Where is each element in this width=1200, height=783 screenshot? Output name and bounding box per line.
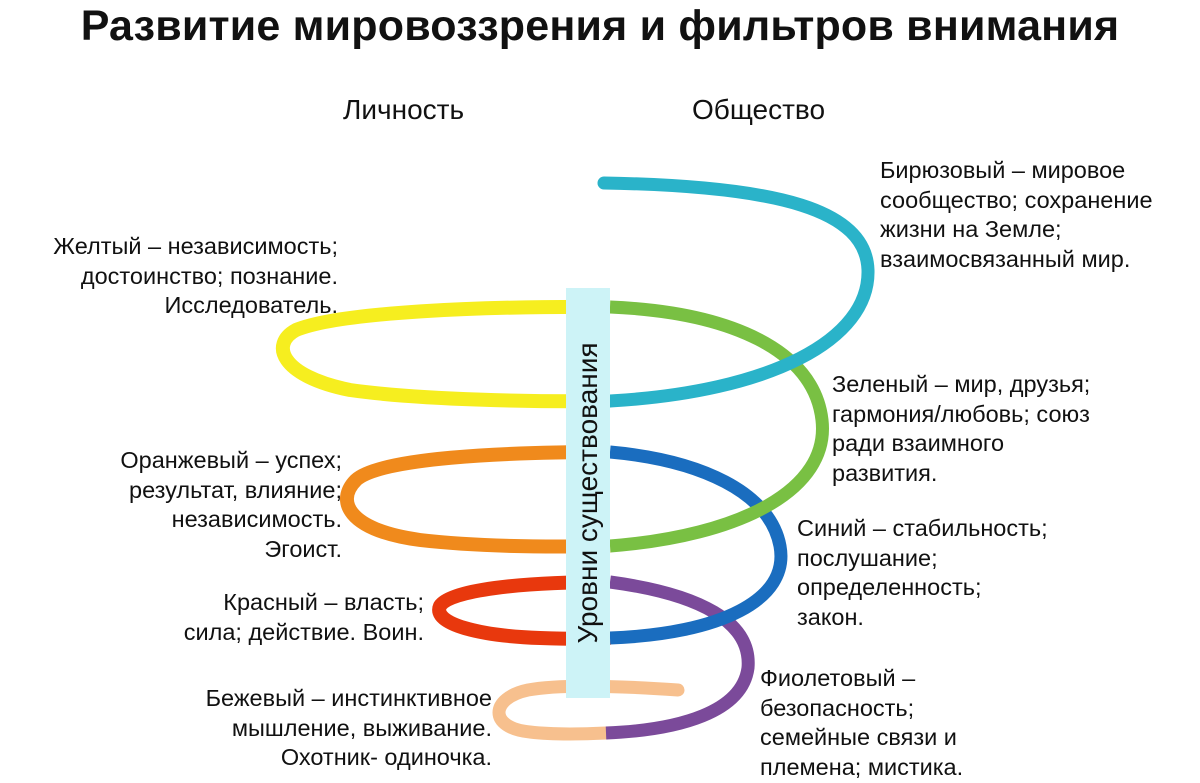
column-heading-personality: Личность <box>343 94 465 125</box>
level-orange-line: результат, влияние; <box>129 476 342 503</box>
level-green-line: развития. <box>832 459 938 486</box>
level-orange-line: Эгоист. <box>264 535 342 562</box>
level-turquoise-description: Бирюзовый – мировое сообщество; сохранен… <box>880 156 1153 274</box>
spiral-segment-turquoise-front <box>597 176 875 408</box>
level-blue-description: Синий – стабильность; послушание; опреде… <box>797 514 1048 632</box>
level-beige-description: Бежевый – инстинктивное мышление, выжива… <box>206 684 492 773</box>
level-beige-line: Бежевый – инстинктивное <box>205 685 492 711</box>
level-purple-line: безопасность; <box>760 694 915 721</box>
level-yellow-line: Желтый – независимость; <box>53 233 338 259</box>
spiral-segment-orange-back <box>340 445 611 554</box>
level-purple-line: племена; мистика. <box>760 753 964 780</box>
level-turquoise-line: жизни на Земле; <box>880 216 1062 242</box>
level-blue-line: закон. <box>797 603 864 630</box>
level-red-description: Красный – власть; сила; действие. Воин. <box>184 588 424 647</box>
level-blue-line: послушание; <box>797 544 938 571</box>
spiral-segment-green-front <box>609 300 829 553</box>
level-orange-line: Оранжевый – успех; <box>120 447 342 473</box>
level-blue-line: Синий – стабильность; <box>797 515 1048 541</box>
level-beige-line: мышление, выживание. <box>231 714 492 741</box>
column-heading-society: Общество <box>692 94 826 125</box>
level-orange-line: независимость. <box>171 506 342 532</box>
level-yellow-line: Исследователь. <box>164 292 339 318</box>
level-purple-line: Фиолетовый – <box>760 665 916 691</box>
spiral-segment-purple-front <box>605 575 755 740</box>
level-yellow-line: достоинство; познание. <box>80 262 338 289</box>
level-blue-line: определенность; <box>797 574 982 600</box>
level-yellow-description: Желтый – независимость; достоинство; поз… <box>53 232 338 321</box>
level-purple-line: семейные связи и <box>760 724 957 750</box>
spiral-segment-blue-front <box>609 445 788 645</box>
level-green-line: ради взаимного <box>832 430 1005 456</box>
level-turquoise-line: сообщество; сохранение <box>880 186 1153 213</box>
level-beige-line: Охотник- одиночка. <box>280 744 492 770</box>
level-red-line: сила; действие. Воин. <box>183 618 424 645</box>
level-turquoise-line: взаимосвязанный мир. <box>880 245 1131 272</box>
level-red-line: Красный – власть; <box>223 589 424 615</box>
diagram-title: Развитие мировоззрения и фильтров вниман… <box>80 2 1120 50</box>
level-turquoise-line: Бирюзовый – мировое <box>880 157 1126 183</box>
level-green-line: гармония/любовь; союз <box>832 400 1090 427</box>
spiral-segment-yellow-back <box>275 299 611 409</box>
levels-of-existence-bar: Уровни существования <box>566 288 610 698</box>
level-purple-description: Фиолетовый – безопасность; семейные связ… <box>760 664 963 782</box>
level-green-description: Зеленый – мир, друзья; гармония/любовь; … <box>832 370 1090 488</box>
level-green-line: Зеленый – мир, друзья; <box>832 371 1091 397</box>
levels-of-existence-label: Уровни существования <box>572 342 603 644</box>
level-orange-description: Оранжевый – успех; результат, влияние; н… <box>120 446 342 564</box>
